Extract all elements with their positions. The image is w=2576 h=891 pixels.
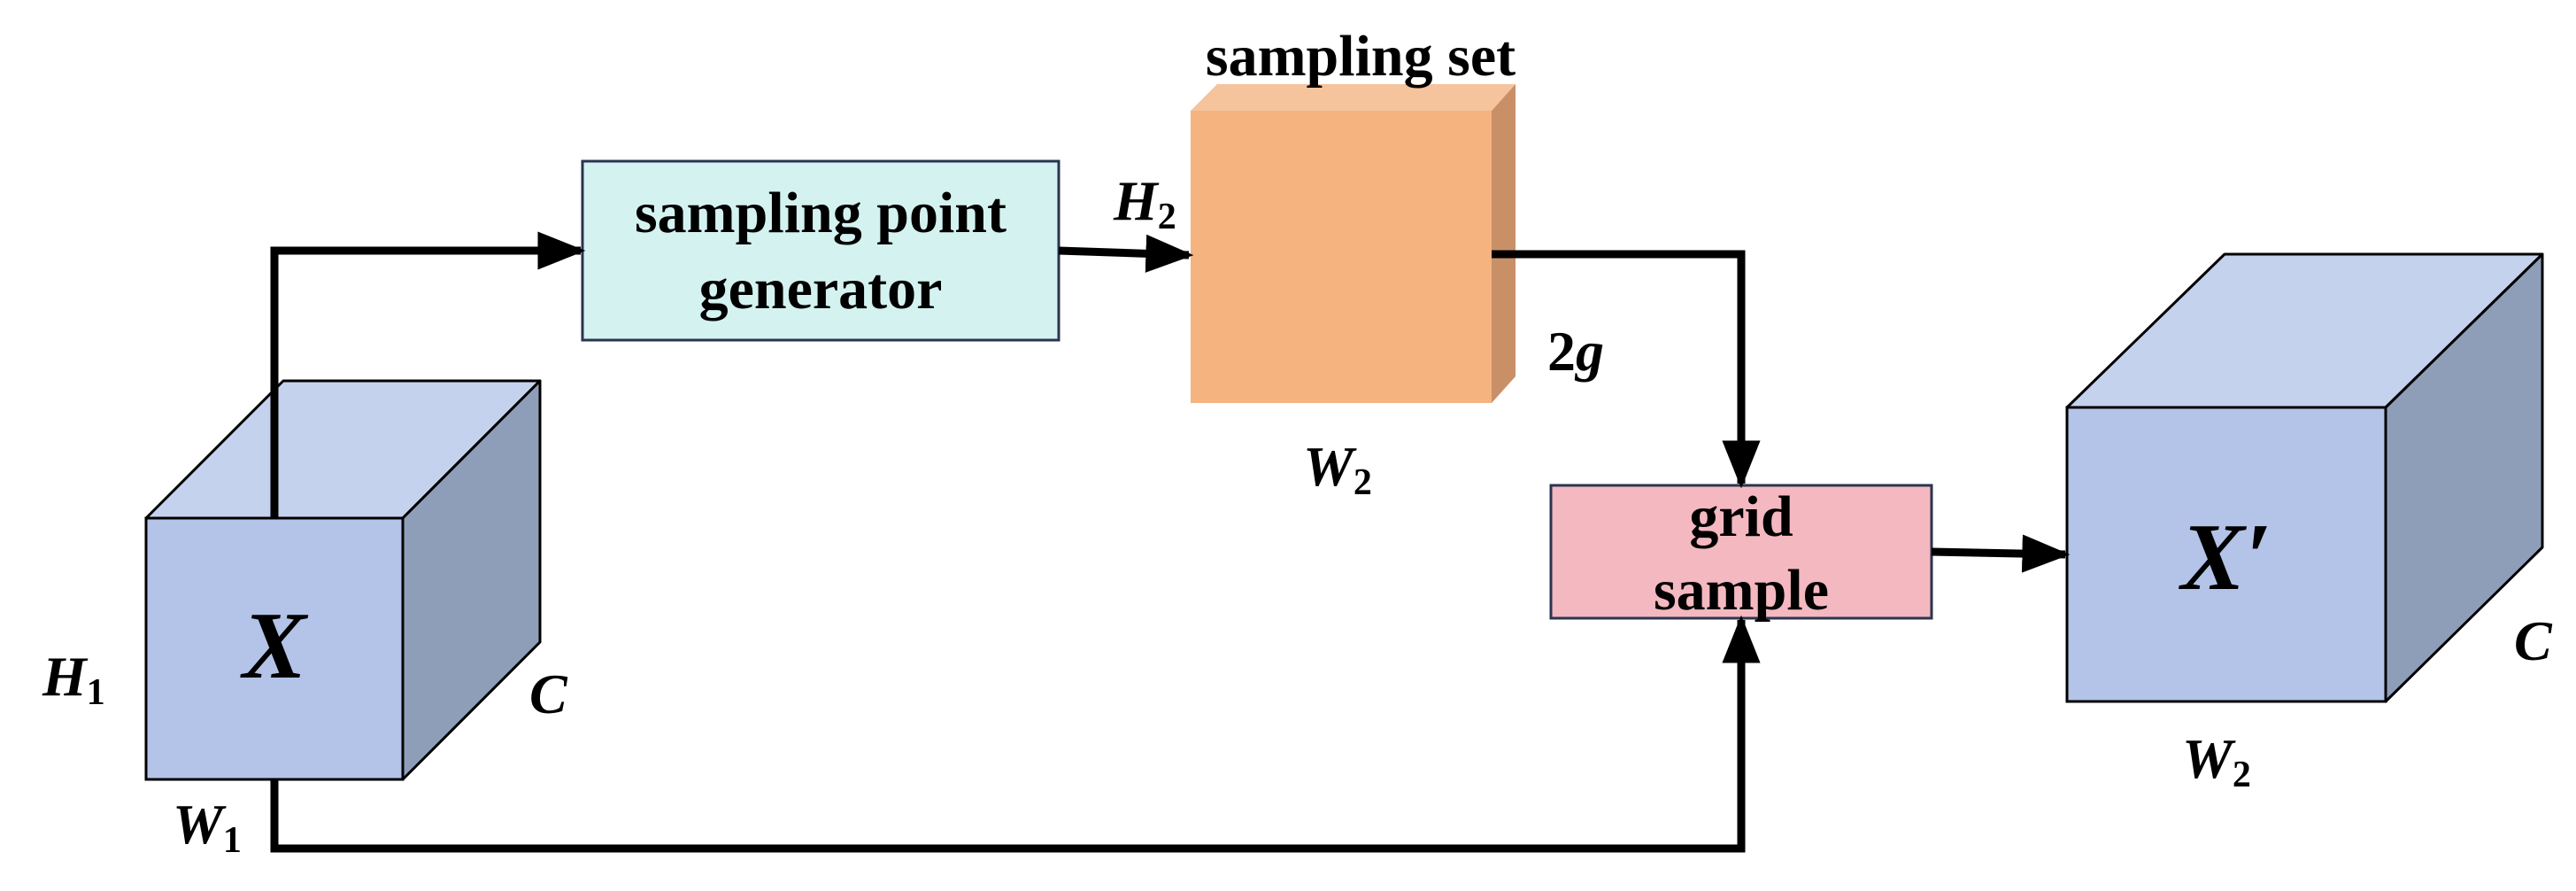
- sampling-set-height-label: H2: [1113, 169, 1176, 237]
- input-height-sub: 1: [87, 672, 105, 713]
- sampling-set: [1191, 84, 1516, 403]
- sampling-point-generator-line2: generator: [699, 257, 943, 322]
- arrow-input-to-generator: [270, 231, 586, 518]
- output-cube-symbol: X′: [2179, 505, 2271, 610]
- output-width-label: W2: [2182, 727, 2251, 795]
- arrow-grid-sample-to-output: [1931, 534, 2071, 573]
- grid-sample-block: grid sample: [1549, 484, 1933, 623]
- output-cube-front-face: [2065, 406, 2387, 703]
- input-height-label: H1: [42, 645, 105, 713]
- input-cube: X: [144, 379, 542, 781]
- sampling-point-generator-line1: sampling point: [635, 181, 1006, 245]
- input-width-label: W1: [173, 793, 242, 861]
- sampling-set-height-sub: 2: [1158, 197, 1176, 237]
- input-channel-label: C: [529, 662, 568, 725]
- sampling-set-width-label: W2: [1303, 435, 1372, 503]
- grid-sample-line1: grid: [1689, 484, 1793, 549]
- input-cube-front-face: [144, 516, 405, 781]
- grid-sample-box: [1549, 484, 1933, 620]
- sampling-set-depth-num: 2: [1547, 320, 1576, 383]
- sampling-set-top-face: [1191, 84, 1516, 111]
- output-cube: X′: [2065, 252, 2544, 703]
- sampling-set-width-sub: 2: [1354, 462, 1372, 503]
- arrow-input-to-grid-sample: [270, 615, 1761, 853]
- arrow-sampling-set-to-grid-sample: [1492, 250, 1761, 489]
- grid-sample-line2: sample: [1654, 558, 1829, 623]
- sampling-set-depth-label: 2g: [1547, 320, 1604, 383]
- input-cube-symbol: X: [240, 593, 309, 699]
- output-width-sub: 2: [2233, 755, 2251, 795]
- sampling-set-front-face: [1191, 111, 1492, 403]
- sampling-point-generator-box: [581, 159, 1060, 342]
- sampling-set-height-var: H: [1113, 169, 1160, 232]
- sampling-point-generator-block: sampling point generator: [581, 159, 1060, 342]
- sampling-set-side-face: [1492, 84, 1516, 403]
- arrow-generator-to-sampling-set: [1058, 234, 1194, 273]
- output-width-var: W: [2182, 727, 2236, 790]
- input-width-var: W: [173, 793, 227, 856]
- sampling-set-title: sampling set: [1206, 24, 1516, 89]
- output-channel-label: C: [2514, 609, 2553, 672]
- input-width-sub: 1: [223, 820, 242, 861]
- sampling-set-width-var: W: [1303, 435, 1357, 498]
- sampling-set-depth-var: g: [1574, 320, 1604, 383]
- input-height-var: H: [42, 645, 89, 708]
